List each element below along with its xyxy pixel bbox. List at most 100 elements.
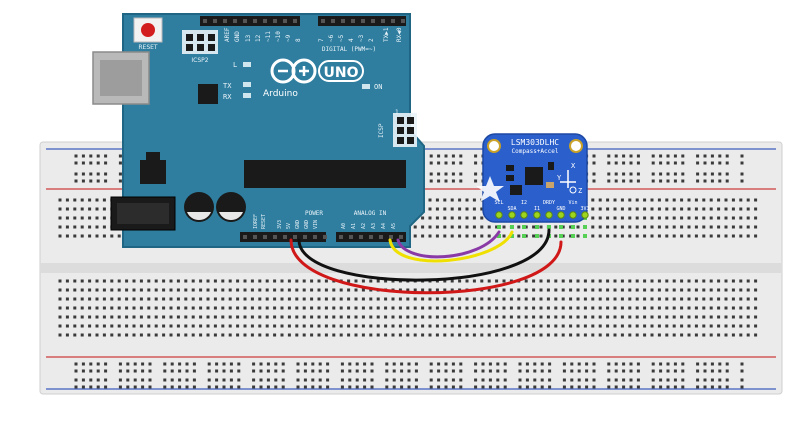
breadboard-hole xyxy=(169,279,173,283)
digital-header-pin xyxy=(391,19,395,23)
breadboard-hole xyxy=(88,279,92,283)
breadboard-hole xyxy=(192,378,196,382)
breadboard-hole xyxy=(391,279,395,283)
breadboard-hole xyxy=(95,324,99,328)
breadboard-hole xyxy=(406,315,410,319)
breadboard-hole xyxy=(576,288,580,292)
breadboard-hole xyxy=(281,369,285,373)
breadboard-hole xyxy=(524,333,528,337)
breadboard-hole xyxy=(509,315,513,319)
breadboard-hole xyxy=(222,385,226,389)
breadboard-hole xyxy=(154,333,158,337)
breadboard-hole xyxy=(650,216,654,220)
breadboard-hole xyxy=(635,288,639,292)
breadboard-hole xyxy=(672,306,676,310)
breadboard-hole xyxy=(176,279,180,283)
breadboard-hole xyxy=(302,297,306,301)
breadboard-hole xyxy=(170,369,174,373)
breadboard-hole xyxy=(518,385,522,389)
breadboard-hole xyxy=(635,225,639,229)
breadboard-hole xyxy=(65,315,69,319)
connected-hole-highlight xyxy=(522,234,526,238)
breadboard-hole xyxy=(102,306,106,310)
breadboard-hole xyxy=(696,179,700,183)
breadboard-hole xyxy=(681,161,685,165)
connected-hole-highlight xyxy=(522,225,526,229)
breadboard-hole xyxy=(80,279,84,283)
sensor-pin-pad xyxy=(508,211,516,219)
digital-pin-label: ~5 xyxy=(338,34,345,42)
breadboard-hole xyxy=(606,216,610,220)
breadboard-hole xyxy=(326,362,330,366)
breadboard-hole xyxy=(657,306,661,310)
breadboard-hole xyxy=(444,179,448,183)
breadboard-hole xyxy=(296,385,300,389)
breadboard-hole xyxy=(170,385,174,389)
breadboard-hole xyxy=(650,324,654,328)
breadboard-hole xyxy=(509,297,513,301)
breadboard-hole xyxy=(672,333,676,337)
breadboard-hole xyxy=(250,315,254,319)
breadboard-hole xyxy=(554,225,558,229)
breadboard-hole xyxy=(657,225,661,229)
breadboard-hole xyxy=(629,161,633,165)
breadboard-hole xyxy=(236,297,240,301)
breadboard-hole xyxy=(162,315,166,319)
breadboard-hole xyxy=(110,306,114,310)
breadboard-hole xyxy=(355,362,359,366)
breadboard-hole xyxy=(672,288,676,292)
digital-header-pin xyxy=(243,19,247,23)
breadboard-hole xyxy=(435,198,439,202)
breadboard-hole xyxy=(613,234,617,238)
mount-hole-top-left xyxy=(487,139,501,153)
breadboard-hole xyxy=(206,279,210,283)
breadboard-hole xyxy=(577,378,581,382)
breadboard-hole xyxy=(266,385,270,389)
breadboard-hole xyxy=(622,154,626,158)
breadboard-hole xyxy=(739,234,743,238)
breadboard-hole xyxy=(347,288,351,292)
breadboard-hole xyxy=(58,315,62,319)
breadboard-hole xyxy=(517,324,521,328)
adafruit-star-icon xyxy=(476,176,504,202)
breadboard-hole xyxy=(221,333,225,337)
breadboard-hole xyxy=(480,207,484,211)
breadboard-hole xyxy=(709,279,713,283)
breadboard-hole xyxy=(710,385,714,389)
breadboard-hole xyxy=(724,306,728,310)
breadboard-hole xyxy=(370,362,374,366)
breadboard-hole xyxy=(628,234,632,238)
breadboard-hole xyxy=(598,216,602,220)
breadboard-hole xyxy=(102,315,106,319)
breadboard-hole xyxy=(724,297,728,301)
breadboard-hole xyxy=(739,288,743,292)
breadboard-hole xyxy=(481,378,485,382)
breadboard-hole xyxy=(480,297,484,301)
breadboard-hole xyxy=(718,385,722,389)
breadboard-hole xyxy=(295,306,299,310)
breadboard-hole xyxy=(561,324,565,328)
breadboard-hole xyxy=(236,279,240,283)
breadboard-hole xyxy=(429,362,433,366)
breadboard-hole xyxy=(213,297,217,301)
icsp2-pin xyxy=(197,34,204,41)
sensor-subtitle: Compass+Accel xyxy=(512,148,559,155)
regulator-tab xyxy=(146,152,160,160)
breadboard-hole xyxy=(694,333,698,337)
breadboard-hole xyxy=(465,225,469,229)
breadboard-hole xyxy=(606,333,610,337)
breadboard-hole xyxy=(176,333,180,337)
breadboard-hole xyxy=(215,362,219,366)
breadboard-hole xyxy=(176,315,180,319)
digital-header-pin xyxy=(213,19,217,23)
breadboard-hole xyxy=(474,172,478,176)
breadboard-hole xyxy=(80,333,84,337)
breadboard-hole xyxy=(680,297,684,301)
breadboard-hole xyxy=(400,378,404,382)
breadboard-hole xyxy=(659,154,663,158)
digital-pin-label: 2 xyxy=(368,38,375,42)
breadboard-hole xyxy=(88,216,92,220)
breadboard-hole xyxy=(650,333,654,337)
breadboard-hole xyxy=(421,234,425,238)
